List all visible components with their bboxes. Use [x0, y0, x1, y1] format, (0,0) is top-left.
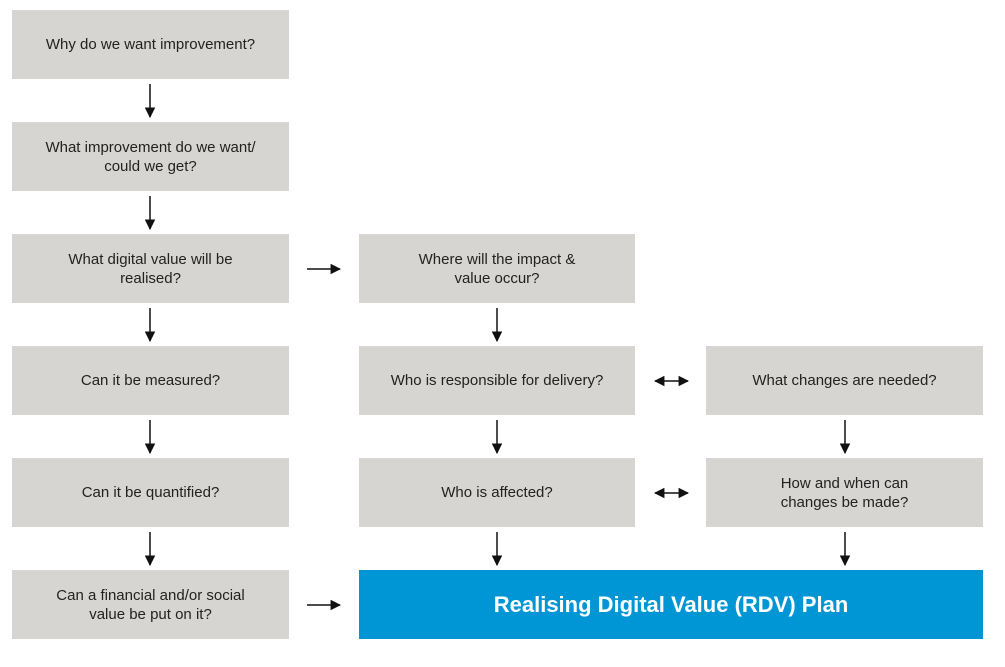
node-label: Where will the impact & value occur?: [418, 250, 576, 287]
node-label: What digital value will be realised?: [68, 250, 233, 287]
node-changes-needed: What changes are needed?: [706, 346, 983, 415]
node-plan: Realising Digital Value (RDV) Plan: [359, 570, 983, 639]
node-label: What improvement do we want/ could we ge…: [45, 138, 256, 175]
node-label: Who is affected?: [441, 484, 553, 501]
node-label: Can a financial and/or social value be p…: [56, 586, 245, 623]
node-measured: Can it be measured?: [12, 346, 289, 415]
node-label: What changes are needed?: [752, 372, 937, 389]
node-changes-when: How and when can changes be made?: [706, 458, 983, 527]
plan-label: Realising Digital Value (RDV) Plan: [493, 591, 849, 617]
node-affected: Who is affected?: [359, 458, 635, 527]
node-responsible: Who is responsible for delivery?: [359, 346, 635, 415]
node-digital-value: What digital value will be realised?: [12, 234, 289, 303]
node-why-improvement: Why do we want improvement?: [12, 10, 289, 79]
node-label: How and when can changes be made?: [780, 474, 909, 511]
node-quantified: Can it be quantified?: [12, 458, 289, 527]
node-financial-social: Can a financial and/or social value be p…: [12, 570, 289, 639]
node-label: Why do we want improvement?: [45, 36, 256, 53]
node-impact-where: Where will the impact & value occur?: [359, 234, 635, 303]
node-label: Can it be quantified?: [81, 484, 220, 501]
node-label: Can it be measured?: [80, 372, 221, 389]
node-label: Who is responsible for delivery?: [390, 372, 604, 389]
node-what-improvement: What improvement do we want/ could we ge…: [12, 122, 289, 191]
